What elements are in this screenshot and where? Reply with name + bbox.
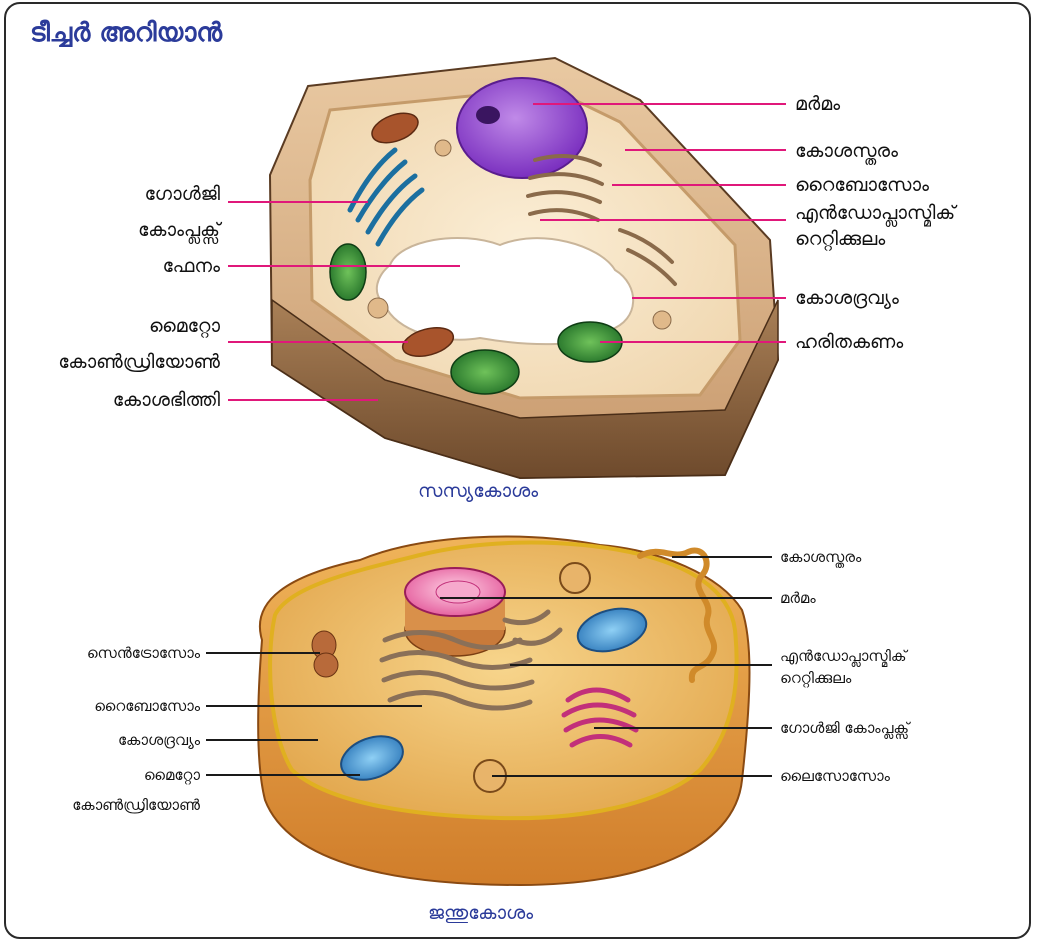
- label-animal-centrosome: സെൻട്രോസോം: [10, 638, 200, 668]
- label-animal-cell-membrane: കോശസ്തരം: [780, 542, 861, 572]
- page-title: ടീച്ചർ അറിയാൻ: [30, 18, 222, 49]
- plant-chloroplast: [330, 244, 366, 300]
- label-plant-er: എൻഡോപ്ലാസ്മിക് റെറ്റിക്കുലം: [795, 200, 955, 252]
- label-animal-golgi: ഗോൾജി കോംപ്ലക്സ്: [780, 713, 909, 743]
- plant-vesicle: [435, 140, 451, 156]
- plant-vesicle: [368, 298, 388, 318]
- animal-vesicle: [560, 563, 590, 593]
- label-plant-cytoplasm: കോശദ്രവ്യം: [795, 280, 899, 316]
- label-plant-cell-wall: കോശഭിത്തി: [50, 382, 220, 418]
- label-plant-cell-membrane: കോശസ്തരം: [795, 133, 898, 169]
- plant-nucleolus: [476, 106, 500, 124]
- animal-nucleolus: [436, 581, 480, 603]
- plant-vesicle: [653, 311, 671, 329]
- label-plant-mitochondria: മൈറ്റോ കോൺഡ്രിയോൺ: [0, 308, 220, 380]
- label-animal-cytoplasm: കോശദ്രവ്യം: [10, 725, 200, 755]
- plant-cell-caption: സസ്യകോശം: [418, 480, 538, 502]
- label-plant-chloroplast: ഹരിതകണം: [795, 324, 903, 360]
- label-plant-ribosome: റൈബോസോം: [795, 167, 929, 203]
- label-plant-golgi: ഗോൾജി കോംപ്ലക്സ്: [50, 176, 220, 248]
- plant-chloroplast: [451, 350, 519, 394]
- label-plant-nucleus: മർമം: [795, 86, 840, 122]
- label-animal-mitochondria: മൈറ്റോ കോൺഡ്രിയോൺ: [10, 760, 200, 820]
- label-animal-nucleus: മർമം: [780, 583, 816, 613]
- label-animal-ribosome: റൈബോസോം: [10, 691, 200, 721]
- animal-cell: [206, 537, 772, 885]
- plant-cell: [228, 58, 786, 478]
- plant-nucleus: [457, 78, 587, 178]
- animal-cell-caption: ജന്തുകോശം: [428, 902, 533, 924]
- label-animal-lysosome: ലൈസോസോം: [780, 761, 890, 791]
- label-plant-vacuole: ഫേനം: [50, 248, 220, 284]
- label-animal-er: എൻഡോപ്ലാസ്മിക് റെറ്റിക്കുലം: [780, 645, 907, 689]
